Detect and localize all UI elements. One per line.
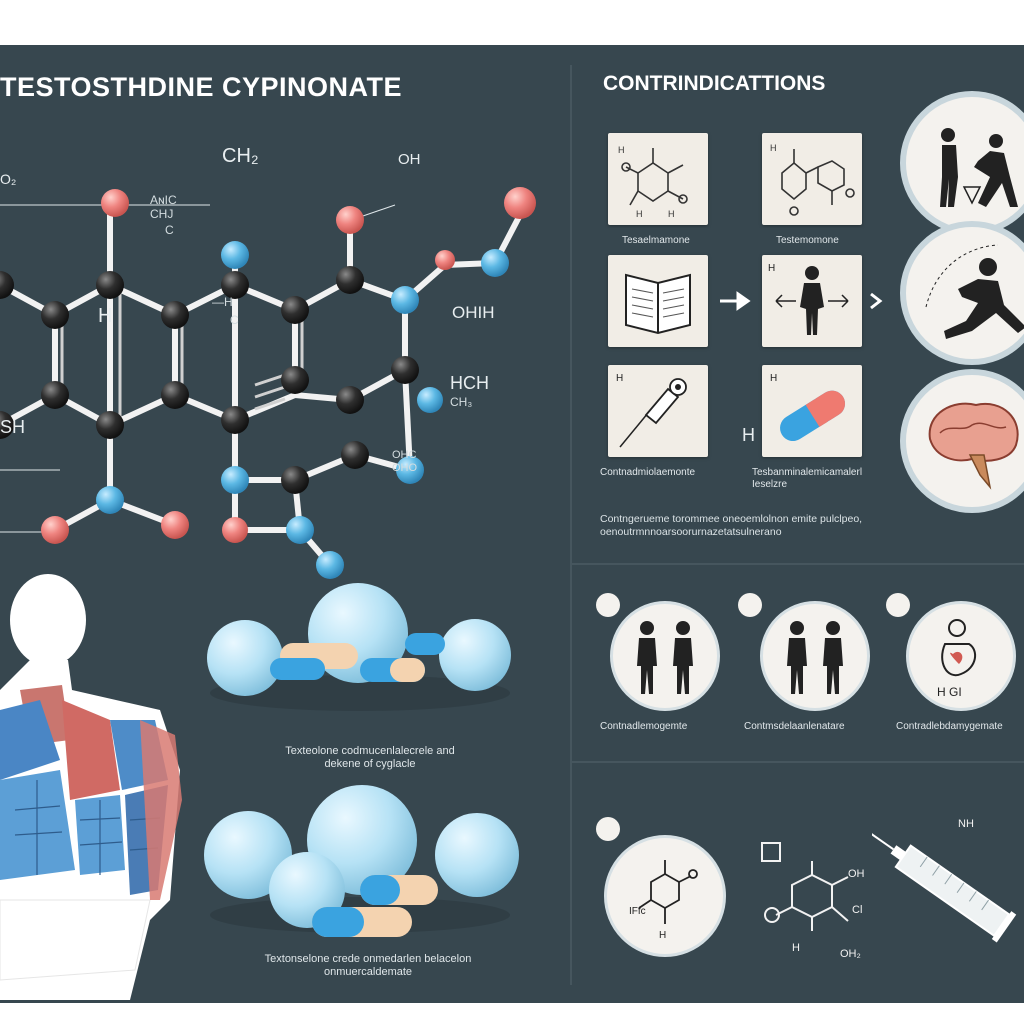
card-molecule-2: H	[762, 133, 862, 225]
label-oho: OHO	[392, 462, 418, 474]
chemical-structure-sketch: OH Cl OH₂ H	[761, 842, 865, 960]
molecule-diagram-icon: IFfc H	[629, 860, 698, 941]
label-chj: CHJ	[150, 207, 174, 221]
pills-caption-1: Texteolone codmucenlalecrele and dekene …	[285, 745, 455, 770]
chevron-right-icon	[870, 292, 883, 310]
circle-athlete	[900, 221, 1024, 365]
card-injector: H	[608, 365, 708, 457]
label-h2-bottom: H	[792, 942, 800, 954]
svg-text:H GI: H GI	[937, 685, 962, 699]
label-h-capsule: H	[742, 425, 755, 445]
exercise-partners-icon	[940, 128, 1018, 207]
svg-text:H: H	[668, 209, 675, 219]
infographic-poster: TESTOSTHDINE CYPINONATE	[0, 45, 1024, 1003]
people-circle-2	[760, 601, 870, 711]
svg-text:H: H	[616, 373, 623, 384]
label-cl: Cl	[852, 904, 862, 916]
label-anc: AɴIC	[150, 193, 177, 207]
label-h-bottom: H	[659, 930, 666, 941]
injector-pen-icon: H	[616, 373, 687, 448]
label-c: C	[165, 223, 174, 237]
mini-icon-1	[596, 593, 620, 617]
label-sh: SH	[0, 417, 26, 437]
capsule-icon: H	[770, 373, 846, 442]
card-caption-1: Tesaelmamone	[622, 235, 690, 246]
label-oh2: OH₂	[840, 948, 861, 960]
athlete-running-icon	[925, 244, 1024, 339]
pill-group-1	[207, 583, 511, 711]
divider-line-2	[572, 761, 1024, 763]
card-human: H	[762, 255, 862, 347]
label-c-center: C	[230, 313, 239, 327]
label-ohc: OHC	[392, 449, 417, 461]
label-oh: OH	[398, 151, 421, 168]
svg-text:H: H	[770, 143, 777, 153]
card-book	[608, 255, 708, 347]
label-nh: NH	[958, 818, 974, 830]
card-caption-2: Testemomone	[776, 235, 839, 246]
svg-text:H: H	[618, 145, 625, 155]
open-book-icon	[625, 273, 691, 335]
svg-text:H: H	[770, 373, 777, 384]
label-ch2: CH₂	[222, 145, 259, 167]
people-caption-1: Contnadlemogemte	[600, 721, 688, 732]
label-oh-bottom: OH	[848, 868, 865, 880]
people-circle-3: H GI	[906, 601, 1016, 711]
label-h-center: —H	[212, 295, 233, 309]
svg-text:H: H	[636, 209, 643, 219]
people-caption-3: Contradlebdamygemate	[896, 721, 1003, 732]
label-hch: HCH	[450, 373, 489, 393]
mini-icon-2	[738, 593, 762, 617]
two-people-icon	[787, 621, 843, 694]
card-caption-6: Tesbanminalemicamalerl Ieselzre	[752, 467, 863, 490]
panel-divider	[570, 65, 572, 985]
molecule-diagram-icon: H H H	[618, 145, 688, 219]
molecule-structure-diagram	[0, 187, 536, 579]
label-ch3: CH₃	[450, 395, 473, 409]
divider-line-1	[572, 563, 1024, 565]
pill-group-2	[204, 785, 519, 937]
contraindications-paragraph: Contngerueme torommee oneoemlolnon emite…	[600, 513, 863, 538]
circle-brain	[900, 369, 1024, 513]
card-caption-5: Contnadmiolaemonte	[600, 467, 696, 478]
human-figure-icon: H	[768, 263, 849, 335]
molecule-diagram-icon: H	[770, 143, 855, 216]
mini-icon-4	[596, 817, 620, 841]
bottom-molecule-circle: IFfc H	[604, 835, 726, 957]
brain-icon	[928, 402, 1019, 490]
mini-icon-3	[886, 593, 910, 617]
card-molecule-1: H H H	[608, 133, 708, 225]
card-capsule: H	[762, 365, 862, 457]
arrow-right-icon	[720, 291, 751, 311]
label-h: H	[98, 305, 113, 327]
people-circle-1	[610, 601, 720, 711]
svg-text:H: H	[768, 263, 775, 274]
contraindications-title: CONTRINDICATTIONS	[603, 72, 826, 95]
label-iffc: IFfc	[629, 906, 646, 917]
circle-exercise	[900, 91, 1024, 235]
person-with-heart-icon: H GI	[937, 619, 977, 699]
two-people-icon	[637, 621, 693, 694]
syringe-icon: NH	[872, 818, 1017, 943]
label-ohih: OHIH	[452, 303, 495, 322]
pills-caption-2: Textonselone crede onmedarlen belacelon …	[264, 953, 472, 978]
people-caption-2: Contmsdelaanlenatare	[744, 721, 845, 732]
main-title: TESTOSTHDINE CYPINONATE	[0, 72, 403, 102]
muscle-anatomy-illustration	[0, 574, 182, 1000]
label-o2: O₂	[0, 171, 17, 187]
